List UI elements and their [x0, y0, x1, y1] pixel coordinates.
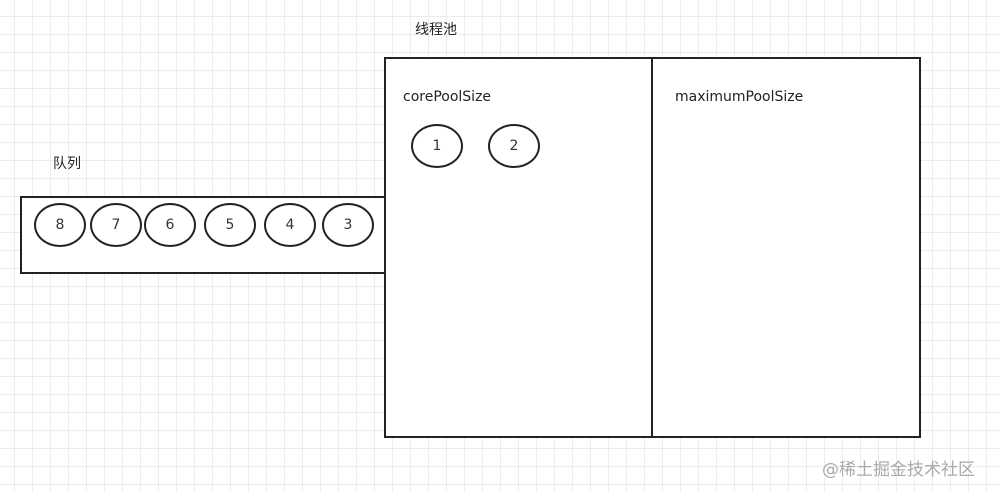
queue-task: 6	[144, 203, 196, 247]
pool-title: 线程池	[415, 22, 457, 38]
queue-task: 7	[90, 203, 142, 247]
queue-task: 8	[34, 203, 86, 247]
core-thread: 1	[411, 124, 463, 168]
watermark: @稀土掘金技术社区	[822, 460, 975, 480]
pool-divider	[651, 57, 653, 438]
maximum-pool-size-label: maximumPoolSize	[675, 89, 804, 105]
core-pool-size-label: corePoolSize	[403, 89, 492, 105]
queue-title: 队列	[53, 156, 81, 172]
queue-task: 4	[264, 203, 316, 247]
queue-task: 5	[204, 203, 256, 247]
queue-task: 3	[322, 203, 374, 247]
core-thread: 2	[488, 124, 540, 168]
